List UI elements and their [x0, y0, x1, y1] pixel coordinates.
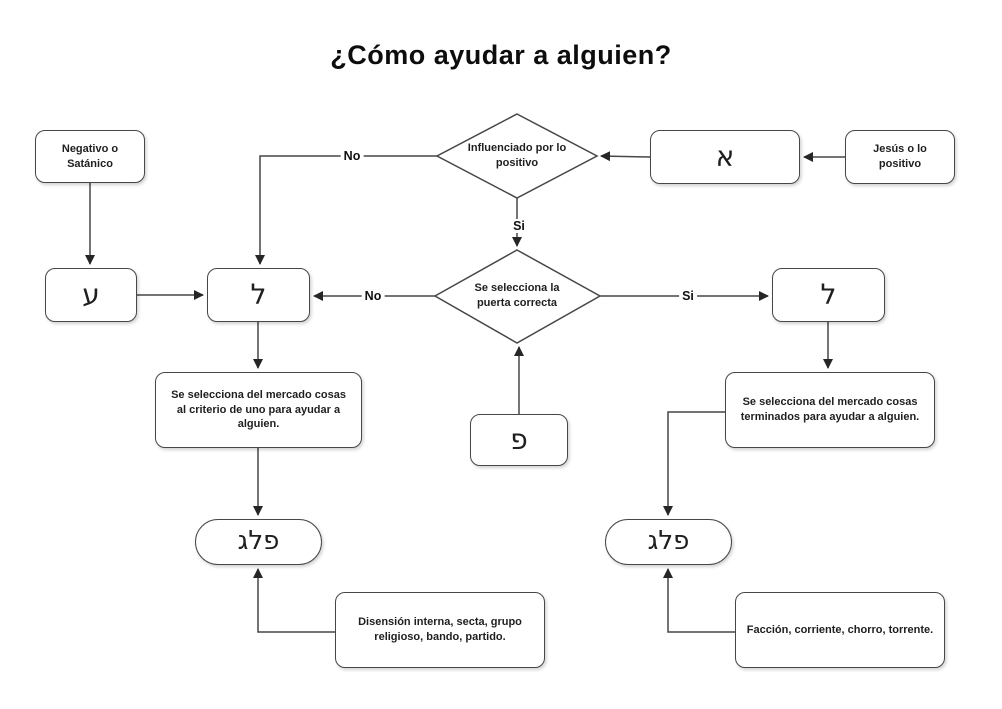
decision-puerta-shape [433, 249, 602, 344]
edge-label-influenciado-si: Si [510, 219, 528, 233]
node-lamed-left: ל [207, 268, 310, 322]
decision-influenciado-shape [435, 113, 599, 199]
node-jesus-positivo: Jesús o lo positivo [845, 130, 955, 184]
node-peleg-right: פלג [605, 519, 732, 565]
edge-label-puerta-si: Si [679, 289, 697, 303]
page-title: ¿Cómo ayudar a alguien? [330, 40, 672, 70]
decision-influenciado-label: Influenciado por lo positivo [467, 142, 567, 169]
edge-faccion-to-peleg-right [663, 568, 735, 633]
node-lamed-right: ל [772, 268, 885, 322]
edge-label-puerta-no: No [361, 289, 385, 303]
node-alef: א [650, 130, 800, 184]
decision-puerta-label: Se selecciona la puerta correcta [474, 282, 560, 309]
node-ayin: ע [45, 268, 137, 322]
node-mercado-criterio: Se selecciona del mercado cosas al crite… [155, 372, 362, 448]
edge-disension-to-peleg-left [253, 568, 335, 633]
edge-influenciado-no-to-lamed-left [255, 155, 437, 265]
node-peleg-left: פלג [195, 519, 322, 565]
node-faccion: Facción, corriente, chorro, torrente. [735, 592, 945, 668]
edge-alef-to-influenciado [600, 151, 651, 162]
edge-mercado-terminados-to-peleg-right [663, 411, 725, 516]
node-negativo-satanico: Negativo o Satánico [35, 130, 145, 183]
edge-label-influenciado-no: No [340, 149, 364, 163]
node-mercado-terminados: Se selecciona del mercado cosas terminad… [725, 372, 935, 448]
node-disension: Disensión interna, secta, grupo religios… [335, 592, 545, 668]
node-pe: פ [470, 414, 568, 466]
